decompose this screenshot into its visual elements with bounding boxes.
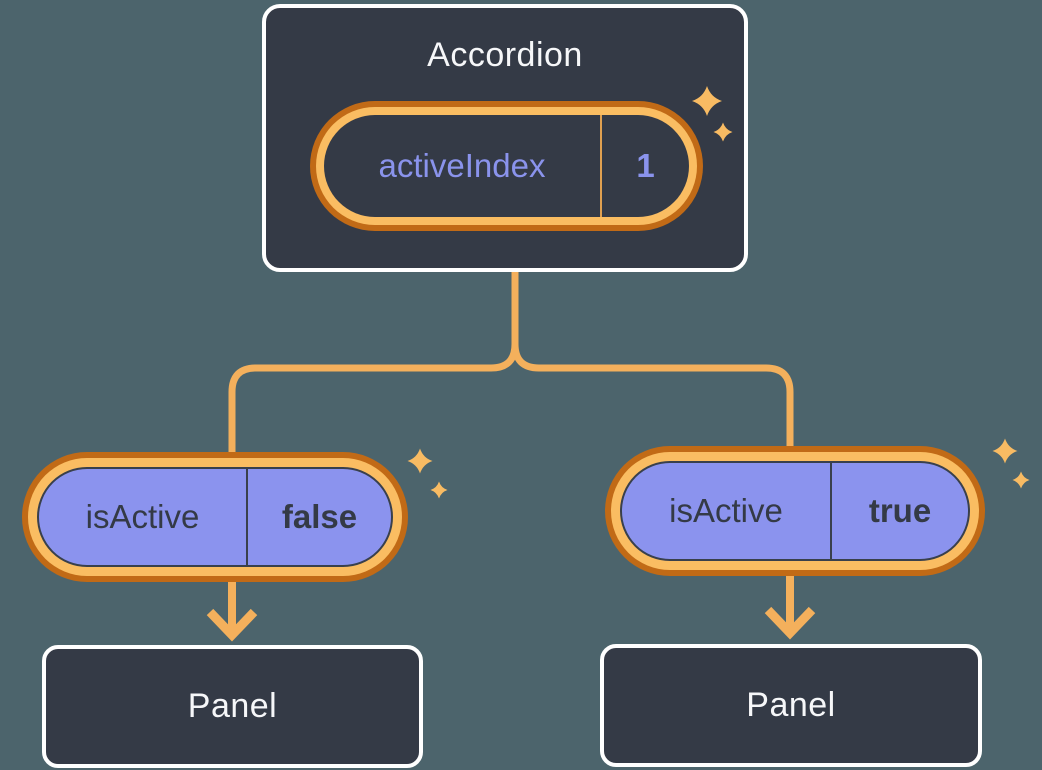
state-value: 1	[636, 147, 655, 184]
prop-label: isActive	[85, 498, 200, 535]
prop-pill-ring: isActive false	[28, 458, 402, 576]
state-pill-ring: activeIndex 1	[316, 107, 697, 225]
panel-title: Panel	[187, 687, 278, 725]
prop-pill-core: isActive true	[620, 461, 970, 561]
connector-left-branch	[228, 271, 519, 465]
panel-node-right: Panel	[600, 644, 982, 767]
pill-divider	[830, 463, 832, 559]
pill-divider	[600, 115, 602, 217]
panel-node-left: Panel	[42, 645, 423, 768]
prop-pill-isactive-false: isActive false	[22, 452, 408, 582]
prop-pill-ring: isActive true	[611, 452, 979, 570]
prop-value: true	[868, 492, 932, 529]
prop-pill-isactive-true: isActive true	[605, 446, 985, 576]
state-pill-core: activeIndex 1	[324, 115, 689, 217]
panel-title: Panel	[746, 686, 836, 724]
prop-pill-core: isActive false	[37, 467, 393, 567]
down-arrow-icon	[764, 566, 816, 640]
pill-divider	[246, 469, 248, 565]
prop-value: false	[281, 498, 358, 535]
connector-right-branch	[511, 271, 794, 458]
prop-label: isActive	[669, 492, 783, 529]
state-pill: activeIndex 1	[310, 101, 703, 231]
accordion-title: Accordion	[427, 36, 583, 74]
state-label: activeIndex	[378, 147, 546, 184]
accordion-node: Accordion activeIndex 1	[262, 4, 748, 272]
